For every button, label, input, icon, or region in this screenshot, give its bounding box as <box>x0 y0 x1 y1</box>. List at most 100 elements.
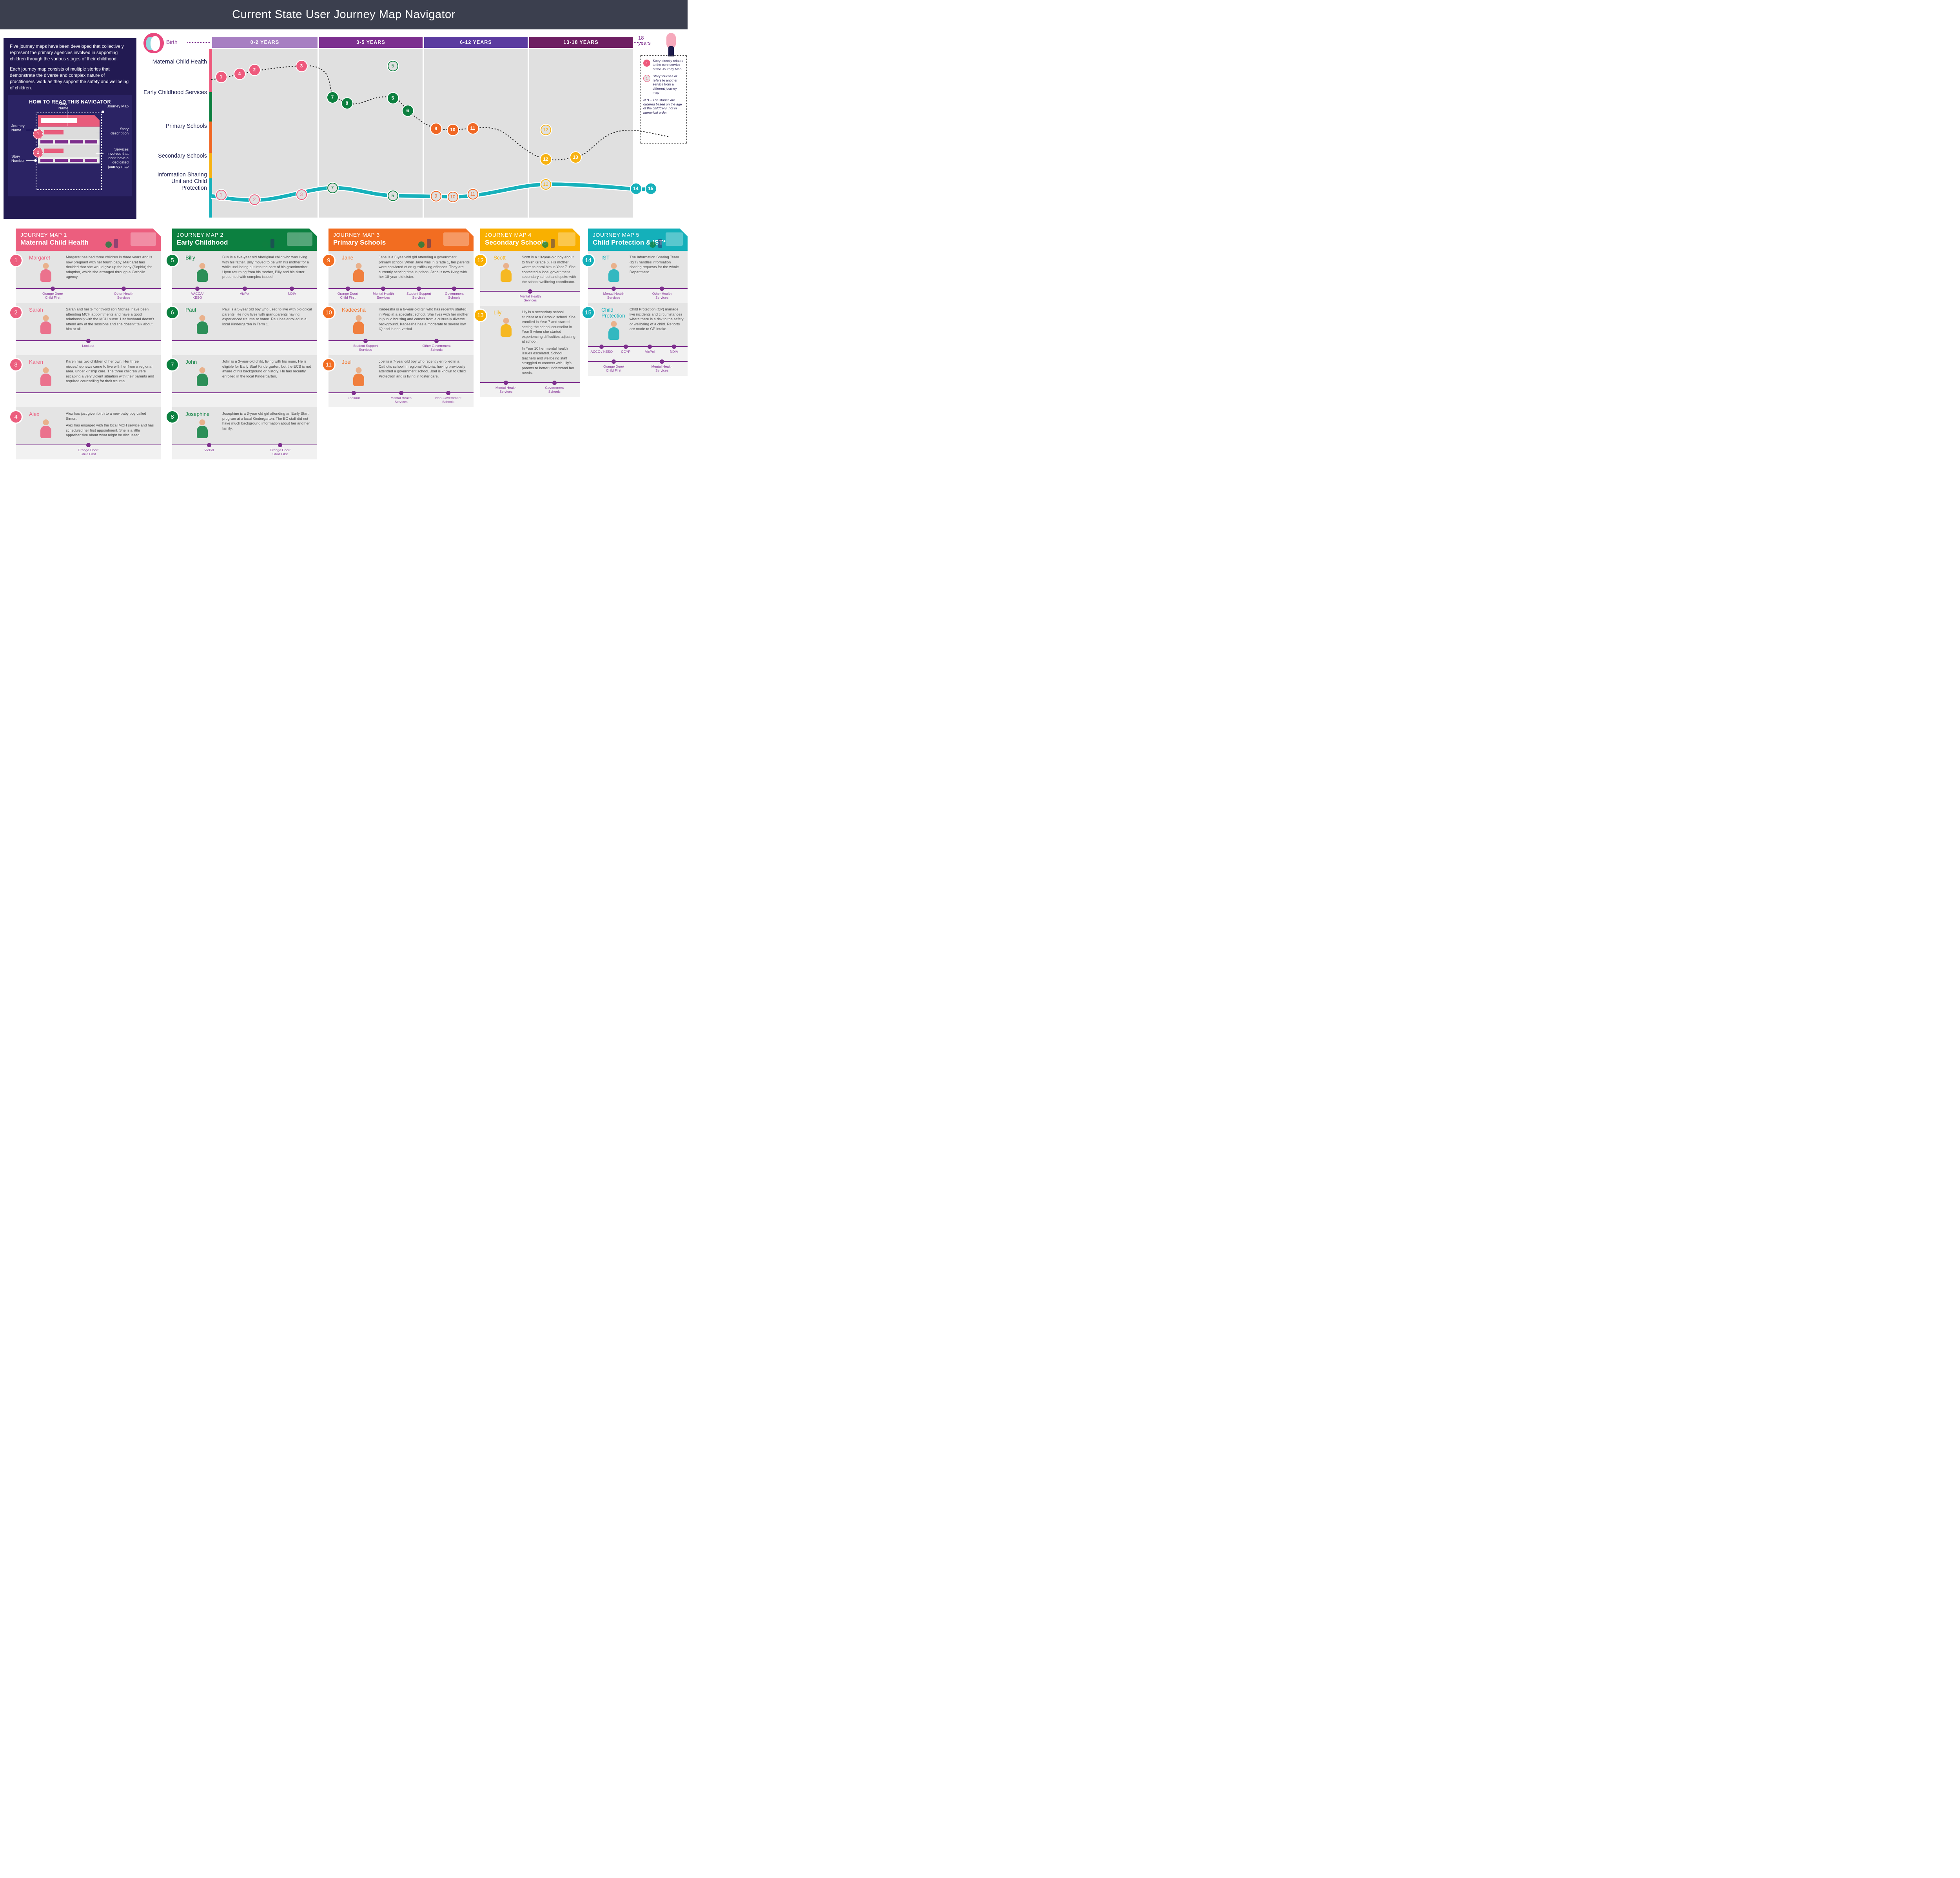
service-tag: Other Health Services <box>88 287 159 301</box>
story-marker-6: 6 <box>402 105 413 116</box>
story-name: Billy <box>185 255 195 261</box>
person-illustration-icon <box>38 419 54 440</box>
legend-outline-circle-icon: 1 <box>643 75 650 82</box>
row-label-maternal-child-health: Maternal Child Health <box>152 59 207 65</box>
service-tag: Other Government Schools <box>401 339 472 353</box>
story-marker-12: 12 <box>540 124 551 135</box>
service-dot-icon <box>552 380 557 385</box>
service-tag: VicPol <box>638 345 662 359</box>
service-tag: Lookout <box>17 339 159 353</box>
story-number: 10 <box>323 307 334 318</box>
story-description: Child Protection (CP) manage live incide… <box>630 307 684 331</box>
service-label: Orange Door/ Child First <box>603 365 624 373</box>
mock-services-row <box>38 157 100 163</box>
service-dot-icon <box>278 443 282 447</box>
person-illustration-icon <box>38 367 54 388</box>
legend-note: N.B – The stories are ordered based on t… <box>643 98 682 115</box>
callout-story-description: Story description <box>111 127 129 136</box>
legend-core-text: Story directly relates to the core servi… <box>653 59 683 71</box>
story-name: IST <box>601 255 610 261</box>
story-marker-9: 9 <box>430 123 441 134</box>
services-row <box>172 392 317 407</box>
age-band-13-18: 13-18 YEARS <box>529 37 633 48</box>
story-marker-7: 7 <box>327 182 338 193</box>
birth-parents-icon <box>143 33 164 53</box>
birth-label: Birth <box>166 39 178 45</box>
callout-story-number: Story Number <box>11 154 25 163</box>
eighteen-years-label: 18 years <box>638 35 651 46</box>
intro-panel: Five journey maps have been developed th… <box>4 38 136 219</box>
story-marker-4: 4 <box>234 68 245 79</box>
person-illustration-icon <box>498 263 514 283</box>
age-band-6-12: 6-12 YEARS <box>424 37 528 48</box>
service-dot-icon <box>434 339 439 343</box>
service-dot-icon <box>504 380 508 385</box>
story-description: Scott is a 13-year-old boy about to fini… <box>522 255 576 284</box>
card-title: Child Protection & IST* <box>593 239 666 246</box>
service-dot-icon <box>599 345 604 349</box>
story-marker-1: 1 <box>216 189 227 200</box>
service-label: Orange Door/ Child First <box>78 448 99 456</box>
story-description: Billy is a five-year old Aboriginal chil… <box>222 255 309 279</box>
legend-touch-text: Story touches or refers to another servi… <box>653 74 678 95</box>
mock-journey-card: 1 2 <box>33 112 102 190</box>
intro-paragraph-2: Each journey map consists of multiple st… <box>10 66 129 91</box>
story-marker-9: 9 <box>430 191 441 201</box>
story-number: 15 <box>583 307 594 318</box>
person-illustration-icon <box>194 367 210 388</box>
header-illustration-icon <box>646 231 684 249</box>
service-dot-icon <box>381 287 386 291</box>
service-label: Student Support Services <box>353 344 378 352</box>
service-tag: VACCA/ KESO <box>174 287 221 301</box>
card-title: Maternal Child Health <box>20 239 89 246</box>
service-label: Other Health Services <box>114 292 134 300</box>
service-dot-icon <box>86 443 91 447</box>
service-label: CCYP <box>621 350 631 354</box>
title-bar: Current State User Journey Map Navigator <box>0 0 688 29</box>
story-number: 5 <box>167 255 178 266</box>
service-label: VicPol <box>240 292 250 296</box>
mock-card-header <box>38 115 100 127</box>
story-marker-3: 3 <box>296 189 307 200</box>
service-label: Mental Health Services <box>372 292 394 300</box>
story-number: 1 <box>10 255 22 266</box>
story-name: Lily <box>494 310 502 316</box>
service-label: Other Health Services <box>652 292 672 300</box>
service-dot-icon <box>660 287 664 291</box>
story-number: 9 <box>323 255 334 266</box>
card-title: Secondary Schools <box>485 239 547 246</box>
services-row: Lookout <box>16 339 161 355</box>
service-label: Orange Door/ Child First <box>337 292 358 300</box>
row-label-secondary-schools: Secondary Schools <box>158 153 207 159</box>
story-description: Margaret has had three children in three… <box>66 255 152 279</box>
story-marker-1: 1 <box>216 71 227 82</box>
service-dot-icon <box>51 287 55 291</box>
service-dot-icon <box>416 287 421 291</box>
legend-solid-circle-icon: 1 <box>643 60 650 67</box>
service-tag: Orange Door/ Child First <box>245 443 316 457</box>
mock-services-row <box>38 138 100 145</box>
story-marker-15: 15 <box>645 183 656 194</box>
age-band-3-5: 3-5 YEARS <box>319 37 423 48</box>
service-dot-icon <box>660 359 664 364</box>
story-5-billy: 5 Billy Billy is a five-year old Aborigina… <box>167 251 317 288</box>
row-label-early-childhood-services: Early Childhood Services <box>143 89 207 96</box>
story-description: The Information Sharing Team (IST) handl… <box>630 255 679 274</box>
header-illustration-icon <box>259 231 314 249</box>
story-name: Jane <box>342 255 354 261</box>
story-marker-10: 10 <box>447 124 458 135</box>
story-description: Josephine is a 3-year old girl attending… <box>222 411 310 430</box>
how-to-diagram: 1 2 Journey Name Story Name Journey Map <box>11 102 129 192</box>
person-illustration-icon <box>38 315 54 336</box>
